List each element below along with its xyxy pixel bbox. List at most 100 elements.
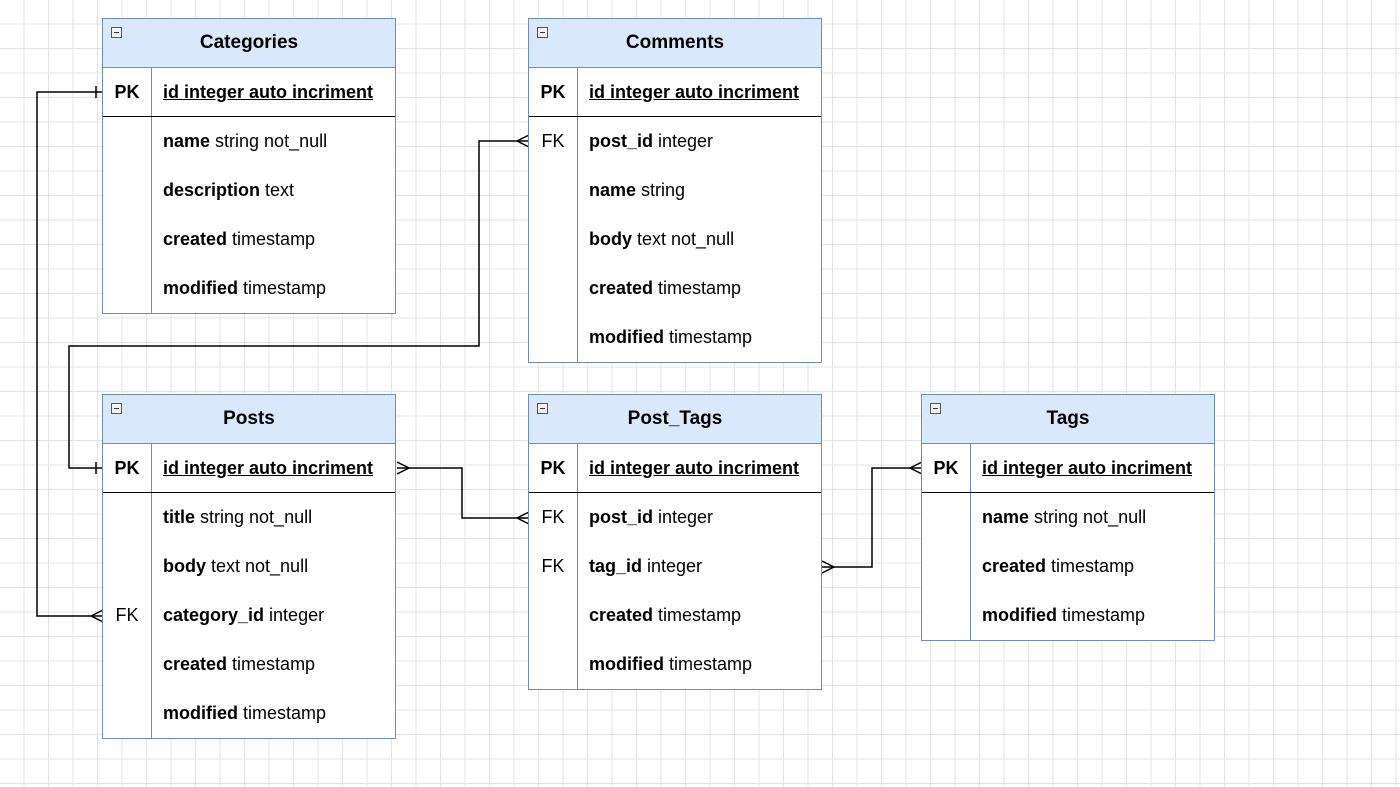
field-type: timestamp xyxy=(243,703,327,723)
field-type: timestamp xyxy=(658,278,742,298)
field-type: text xyxy=(265,180,295,200)
field-name: post_id xyxy=(589,507,654,527)
entity-header[interactable]: Comments xyxy=(529,19,821,68)
connector-posts-to-post-tags[interactable] xyxy=(396,461,530,525)
key-label xyxy=(529,591,578,640)
field-type: string not_null xyxy=(1034,507,1147,527)
field-type: integer xyxy=(658,131,714,151)
field-name: body xyxy=(163,556,206,576)
entity-header[interactable]: Categories xyxy=(103,19,395,68)
key-label xyxy=(103,640,152,689)
collapse-icon[interactable] xyxy=(930,403,941,414)
key-label xyxy=(529,640,578,689)
field-name: created xyxy=(163,654,228,674)
field-type: integer auto incriment xyxy=(184,81,374,102)
entity-title: Posts xyxy=(223,408,275,429)
entity-header[interactable]: Tags xyxy=(922,395,1214,444)
pk-row[interactable]: PK id integer auto incriment xyxy=(103,68,395,117)
field-name: modified xyxy=(589,327,664,347)
field-type: integer auto incriment xyxy=(610,457,800,478)
field-name: id xyxy=(589,81,605,102)
key-label xyxy=(103,117,152,166)
key-label: FK xyxy=(529,493,578,542)
field-name: post_id xyxy=(589,131,654,151)
field-name: id xyxy=(163,457,179,478)
field-name: modified xyxy=(982,605,1057,625)
field-name: title xyxy=(163,507,196,527)
field-type: timestamp xyxy=(232,654,316,674)
field-name: modified xyxy=(589,654,664,674)
entity-post-tags[interactable]: Post_Tags PK id integer auto incriment F… xyxy=(528,394,822,690)
field-type: string not_null xyxy=(215,131,328,151)
field-type: string xyxy=(641,180,686,200)
pk-row[interactable]: PK id integer auto incriment xyxy=(922,444,1214,493)
collapse-icon[interactable] xyxy=(111,27,122,38)
pk-row[interactable]: PK id integer auto incriment xyxy=(529,444,821,493)
field-type: integer xyxy=(269,605,325,625)
entity-header[interactable]: Posts xyxy=(103,395,395,444)
pk-row[interactable]: PK id integer auto incriment xyxy=(529,68,821,117)
collapse-icon[interactable] xyxy=(537,27,548,38)
field-type: integer auto incriment xyxy=(1003,457,1193,478)
key-label: PK xyxy=(529,68,578,116)
entity-header[interactable]: Post_Tags xyxy=(529,395,821,444)
field-type: timestamp xyxy=(232,229,316,249)
field-type: timestamp xyxy=(669,327,753,347)
field-name: tag_id xyxy=(589,556,643,576)
key-label xyxy=(529,166,578,215)
field-type: string not_null xyxy=(200,507,313,527)
field-type: text not_null xyxy=(211,556,309,576)
collapse-icon[interactable] xyxy=(111,403,122,414)
entity-title: Categories xyxy=(199,32,299,53)
field-type: timestamp xyxy=(658,605,742,625)
key-label: FK xyxy=(529,542,578,591)
field-type: integer auto incriment xyxy=(184,457,374,478)
field-type: timestamp xyxy=(1051,556,1135,576)
collapse-icon[interactable] xyxy=(537,403,548,414)
field-type: timestamp xyxy=(243,278,327,298)
field-type: timestamp xyxy=(669,654,753,674)
field-name: id xyxy=(982,457,998,478)
key-label xyxy=(103,542,152,591)
key-label xyxy=(103,493,152,542)
key-label: PK xyxy=(529,444,578,492)
key-label xyxy=(103,264,152,313)
field-type: integer xyxy=(647,556,703,576)
entity-title: Post_Tags xyxy=(627,408,723,429)
field-name: created xyxy=(982,556,1047,576)
field-name: body xyxy=(589,229,632,249)
pk-row[interactable]: PK id integer auto incriment xyxy=(103,444,395,493)
key-label xyxy=(922,591,971,640)
entity-comments[interactable]: Comments PK id integer auto incriment FK… xyxy=(528,18,822,363)
connector-post-tags-to-tags[interactable] xyxy=(821,461,923,574)
entity-posts[interactable]: Posts PK id integer auto incriment title… xyxy=(102,394,396,739)
field-name: modified xyxy=(163,278,238,298)
field-name: id xyxy=(589,457,605,478)
connector-posts-category-to-categories[interactable] xyxy=(36,86,104,623)
entity-categories[interactable]: Categories PK id integer auto incriment … xyxy=(102,18,396,314)
field-name: created xyxy=(589,278,654,298)
